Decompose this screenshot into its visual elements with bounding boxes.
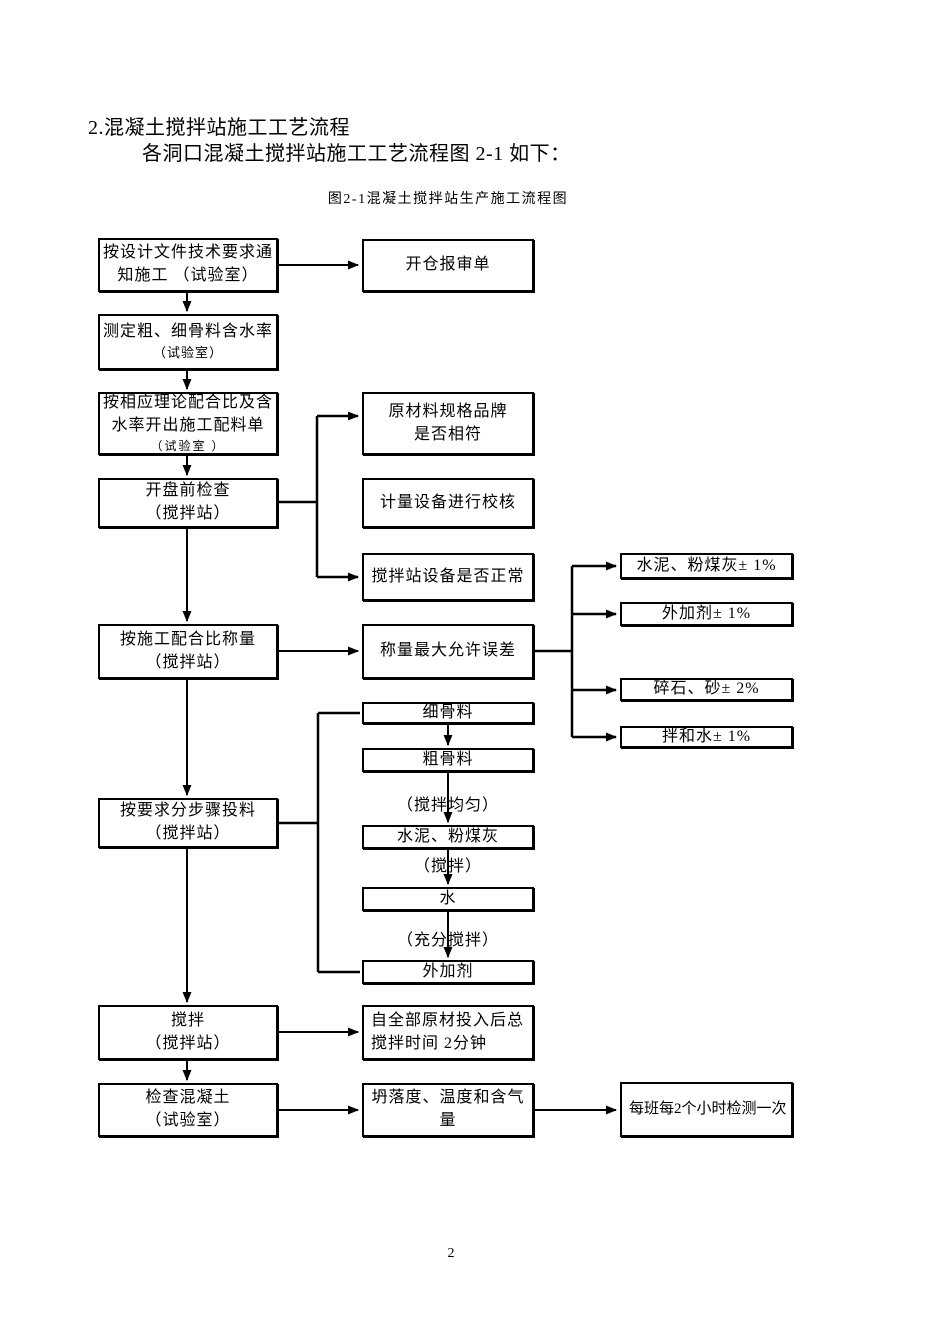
box-text: 是否相符 [413, 425, 482, 443]
flow-box-test-frequency: 每班每2个小时检测一次 [620, 1082, 793, 1137]
section-subheading: 各洞口混凝土搅拌站施工工艺流程图 2-1 如下： [142, 143, 571, 165]
flow-box-check-concrete: 检查混凝土 （试验室） [98, 1083, 278, 1137]
flow-box-material-brand: 原材料规格品牌 是否相符 [362, 392, 534, 455]
flow-label-mix-full: （充分搅拌） [396, 932, 499, 949]
flow-box-mix: 搅拌 （搅拌站） [98, 1005, 278, 1060]
box-text: 量 [439, 1112, 457, 1129]
box-text: 开仓报审单 [405, 256, 491, 274]
flow-box-admixture-error: 外加剂± 1% [620, 602, 793, 626]
box-text: 外加剂 [422, 962, 474, 980]
flow-box-batch-list: 按相应理论配合比及含 水率开出施工配料单 （试验室 ） [98, 392, 278, 455]
flow-box-pre-check: 开盘前检查 （搅拌站） [98, 478, 278, 528]
box-text: （试验室） [145, 1112, 231, 1129]
box-text: 水 [439, 889, 457, 907]
box-text: 粗骨料 [422, 750, 474, 768]
box-text: 外加剂± 1% [661, 604, 752, 622]
flow-box-cement-flyash-error: 水泥、粉煤灰± 1% [620, 553, 793, 579]
flow-box-notify: 按设计文件技术要求通 知施工 （试验室） [98, 238, 278, 292]
box-text: 检查混凝土 [145, 1089, 231, 1107]
box-text: 按设计文件技术要求通 [102, 244, 273, 262]
flow-label-mix-short: （搅拌） [413, 858, 482, 875]
flow-box-coarse-agg: 粗骨料 [362, 748, 534, 772]
box-text: 开盘前检查 [145, 482, 231, 500]
flow-box-mix-time: 自全部原材投入后总 搅拌时间 2分钟 [362, 1005, 534, 1060]
flow-box-fine-agg: 细骨料 [362, 702, 534, 724]
flow-box-report: 开仓报审单 [362, 239, 534, 292]
box-text: （试验室） [152, 345, 223, 361]
section-heading: 2.混凝土搅拌站施工工艺流程 [88, 117, 350, 139]
box-text: 细骨料 [422, 703, 474, 721]
flow-box-gravel-sand-error: 碎石、砂± 2% [620, 678, 793, 701]
box-text: （搅拌站） [145, 505, 231, 522]
flow-box-slump: 坍落度、温度和含气 量 [362, 1083, 534, 1137]
flow-box-cement-flyash: 水泥、粉煤灰 [362, 825, 534, 849]
box-text: 碎石、砂± 2% [653, 680, 760, 698]
box-text: 搅拌站设备是否正常 [371, 567, 525, 585]
page-number: 2 [447, 1246, 455, 1261]
box-text: 拌和水± 1% [661, 727, 752, 745]
box-text: 水泥、粉煤灰± 1% [636, 556, 777, 574]
flow-box-admixture: 外加剂 [362, 960, 534, 984]
box-text: 坍落度、温度和含气 [371, 1089, 525, 1107]
box-text: 搅拌 [170, 1011, 205, 1029]
box-text: 原材料规格品牌 [388, 402, 508, 420]
box-text: 计量设备进行校核 [379, 493, 516, 511]
box-text: （试验室 ） [150, 438, 226, 453]
box-text: （搅拌站） [145, 653, 231, 671]
box-text: 水率开出施工配料单 [111, 416, 265, 434]
box-text: 按相应理论配合比及含 [102, 394, 273, 412]
flow-box-measure: 测定粗、细骨料含水率 （试验室） [98, 314, 278, 370]
box-text: 每班每2个小时检测一次 [629, 1100, 787, 1117]
flow-box-max-error: 称量最大允许误差 [362, 624, 534, 679]
box-text: （搅拌站） [145, 825, 231, 842]
flow-box-water: 水 [362, 887, 534, 911]
flow-box-water-error: 拌和水± 1% [620, 726, 793, 748]
box-text: （搅拌站） [145, 1034, 231, 1052]
box-text: 自全部原材投入后总 [371, 1011, 525, 1029]
flow-label-mix-even: （搅拌均匀） [396, 797, 499, 814]
box-text: 按施工配合比称量 [119, 630, 256, 648]
figure-caption: 图2-1混凝土搅拌站生产施工流程图 [327, 192, 569, 207]
box-text: 测定粗、细骨料含水率 [102, 323, 273, 341]
flow-box-equipment-ok: 搅拌站设备是否正常 [362, 553, 534, 601]
box-text: 搅拌时间 2分钟 [371, 1034, 488, 1052]
box-text: 知施工 （试验室） [117, 267, 259, 284]
box-text: 称量最大允许误差 [379, 642, 516, 660]
flow-box-feed: 按要求分步骤投料 （搅拌站） [98, 798, 278, 848]
flow-box-calibrate: 计量设备进行校核 [362, 478, 534, 528]
box-text: 按要求分步骤投料 [119, 802, 256, 820]
flow-box-weigh: 按施工配合比称量 （搅拌站） [98, 624, 278, 679]
box-text: 水泥、粉煤灰 [396, 827, 499, 845]
